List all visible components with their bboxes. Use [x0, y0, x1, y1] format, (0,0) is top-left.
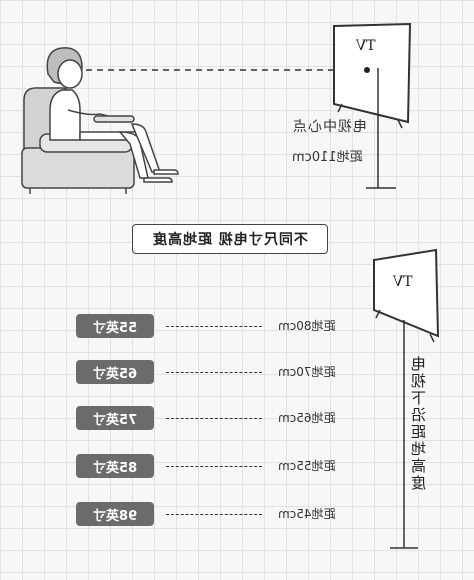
viewing-illustration — [21, 22, 412, 194]
size-pill: 55英寸 — [76, 314, 154, 338]
size-row: 85英寸 距地55cm — [0, 454, 474, 480]
center-distance-label: 距地110cm — [292, 150, 363, 165]
row-dash-line — [166, 466, 262, 467]
size-row: 98英寸 距地45cm — [0, 502, 474, 528]
row-distance: 距地70cm — [278, 365, 336, 379]
size-pill: 75英寸 — [76, 406, 154, 430]
title-box: 不同尺寸电视 距地高度 — [132, 224, 328, 254]
size-pill: 65英寸 — [76, 360, 154, 384]
title-text: 不同尺寸电视 距地高度 — [152, 232, 308, 248]
size-pill: 85英寸 — [76, 454, 154, 478]
row-distance: 距地45cm — [278, 507, 336, 521]
tv-label-bottom: TV — [393, 274, 413, 290]
row-dash-line — [166, 514, 262, 515]
size-row: 55英寸 距地80cm — [0, 314, 474, 340]
row-distance: 距地80cm — [278, 319, 336, 333]
size-row: 65英寸 距地70cm — [0, 360, 474, 386]
size-row: 75英寸 距地65cm — [0, 406, 474, 432]
row-distance: 距地65cm — [278, 411, 336, 425]
row-distance: 距地55cm — [278, 459, 336, 473]
person — [46, 47, 179, 183]
size-pill: 98英寸 — [76, 502, 154, 526]
center-point-label: 电视中心点 — [292, 119, 367, 135]
row-dash-line — [166, 372, 262, 373]
row-dash-line — [166, 326, 262, 327]
tv-bottom-illustration — [373, 248, 440, 549]
tv-center-point — [364, 67, 370, 73]
tv-top — [333, 22, 412, 129]
tv-label-top: TV — [356, 38, 376, 54]
row-dash-line — [166, 418, 262, 419]
